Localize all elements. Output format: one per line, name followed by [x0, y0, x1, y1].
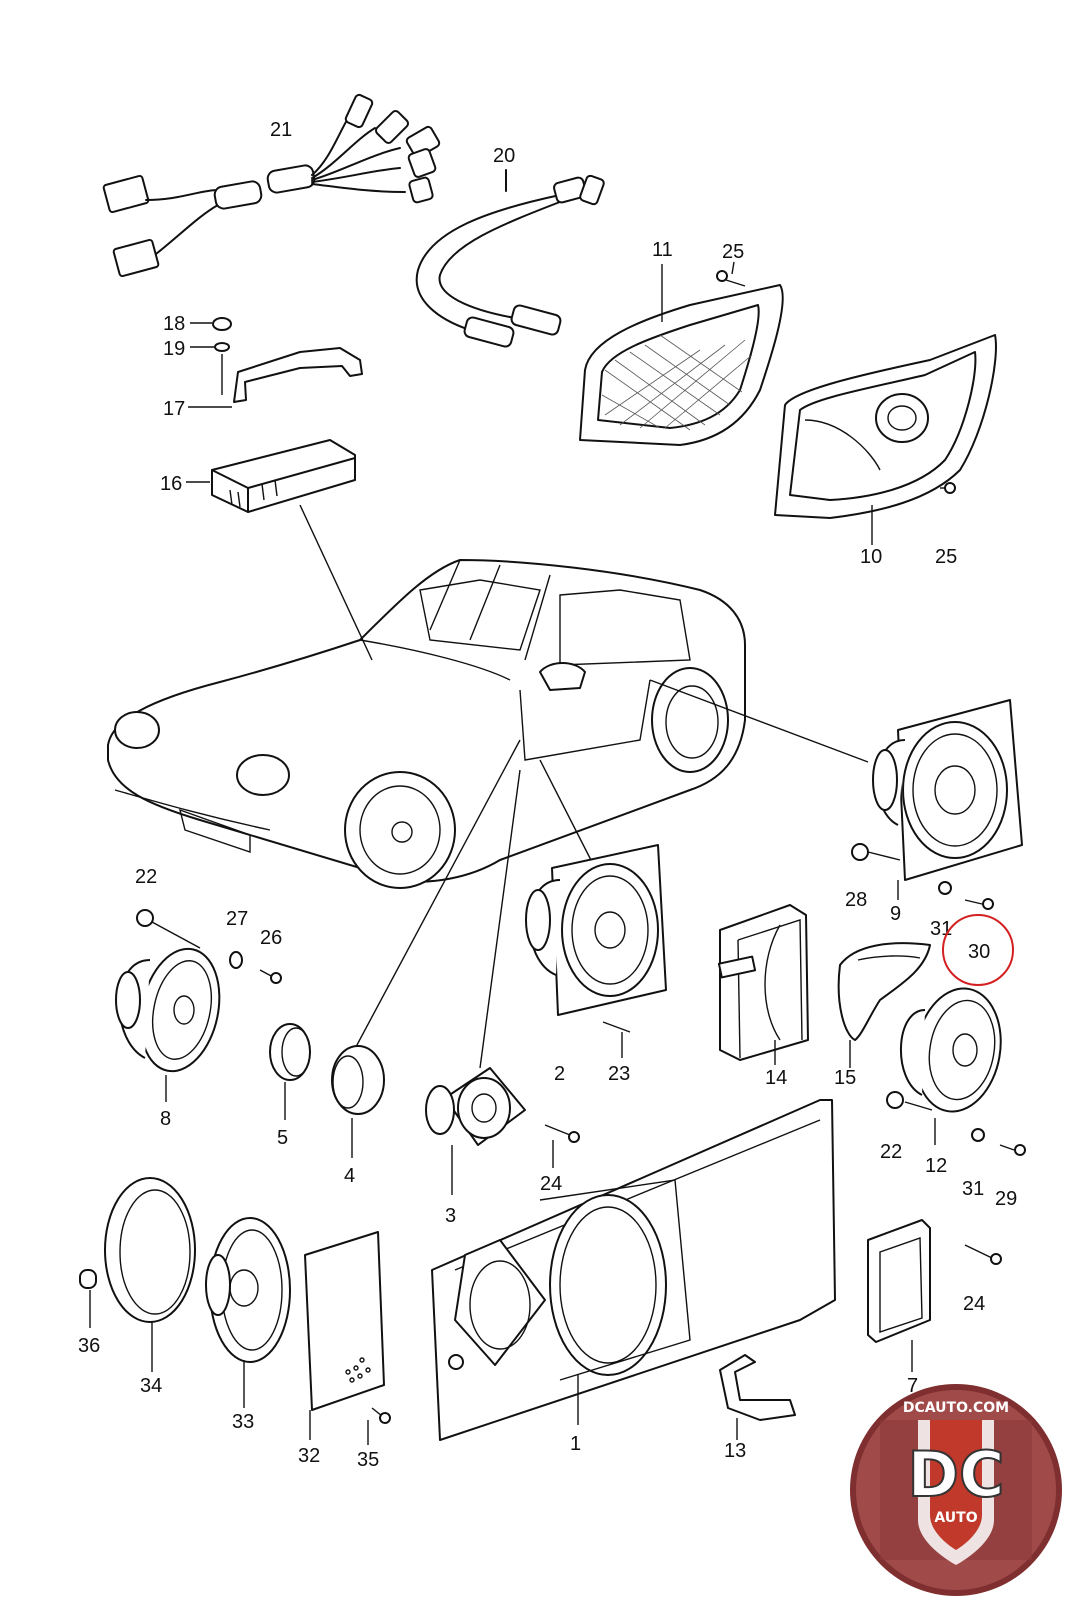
callout-19: 19	[163, 338, 185, 360]
part-33-speaker	[205, 1217, 291, 1408]
callout-24-mid: 24	[540, 1173, 562, 1195]
callout-31-bottom: 31	[962, 1178, 984, 1200]
callout-27: 27	[226, 908, 248, 930]
callout-2: 2	[554, 1063, 565, 1085]
part-15-shroud	[837, 942, 931, 1068]
callout-4: 4	[344, 1165, 355, 1187]
callout-labels: 21 20 11 25 18 19 17 16 10 25 22 28 9 27…	[78, 119, 1017, 1471]
callout-25-top: 25	[722, 241, 744, 263]
callout-18: 18	[163, 313, 185, 335]
part-10-trim-panel	[774, 334, 997, 545]
callout-13: 13	[724, 1440, 746, 1462]
highlight-circle-30	[942, 914, 1014, 986]
part-16-amplifier	[186, 439, 373, 661]
watermark-site-text: DCAUTO.COM	[903, 1400, 1009, 1416]
callout-14: 14	[765, 1067, 787, 1089]
leader-lines	[349, 679, 869, 1069]
callout-30: 30	[968, 941, 990, 963]
callout-3: 3	[445, 1205, 456, 1227]
callout-22-right: 22	[880, 1141, 902, 1163]
callout-21: 21	[270, 119, 292, 141]
part-17-bracket	[188, 317, 363, 408]
part-2-speaker	[525, 844, 667, 1058]
part-7-module	[867, 1219, 1002, 1372]
callout-23: 23	[608, 1063, 630, 1085]
callout-16: 16	[160, 473, 182, 495]
callout-10: 10	[860, 546, 882, 568]
part-36-cap	[79, 1269, 97, 1328]
watermark-word: AUTO	[934, 1510, 977, 1526]
callout-33: 33	[232, 1411, 254, 1433]
callout-11: 11	[652, 239, 673, 261]
part-11-grille	[579, 261, 784, 446]
part-32-plate	[304, 1231, 391, 1445]
callout-9: 9	[890, 903, 901, 925]
part-4-tweeter	[331, 1045, 385, 1158]
callout-17: 17	[163, 398, 185, 420]
callout-1: 1	[570, 1433, 581, 1455]
callout-22-left: 22	[135, 866, 157, 888]
car-body	[107, 559, 746, 889]
callout-34: 34	[140, 1375, 162, 1397]
watermark-monogram: DC	[908, 1438, 1005, 1511]
part-20-antenna-cable	[415, 169, 605, 348]
dcauto-watermark: DCAUTO.COM DC AUTO	[850, 1384, 1062, 1596]
callout-7: 7	[907, 1375, 918, 1397]
part-8-speaker	[115, 909, 282, 1102]
callout-36: 36	[78, 1335, 100, 1357]
callout-28: 28	[845, 889, 867, 911]
callout-8: 8	[160, 1108, 171, 1130]
callout-5: 5	[277, 1127, 288, 1149]
callout-26: 26	[260, 927, 282, 949]
callout-32: 32	[298, 1445, 320, 1467]
part-21-wiring-harness	[102, 93, 441, 278]
part-5-ring	[269, 1023, 311, 1120]
part-12-speaker	[886, 987, 1026, 1156]
callout-24-right: 24	[963, 1293, 985, 1315]
part-1-door-panel	[431, 1099, 836, 1441]
part-3-speaker	[425, 1067, 580, 1195]
part-14-enclosure	[717, 904, 809, 1065]
callout-25-right: 25	[935, 546, 957, 568]
part-13-bracket	[719, 1354, 796, 1440]
part-9-speaker	[851, 699, 1023, 910]
part-34-ring	[104, 1177, 196, 1372]
callout-12: 12	[925, 1155, 947, 1177]
callout-15: 15	[834, 1067, 856, 1089]
callout-20: 20	[493, 145, 515, 167]
callout-29: 29	[995, 1188, 1017, 1210]
callout-35: 35	[357, 1449, 379, 1471]
